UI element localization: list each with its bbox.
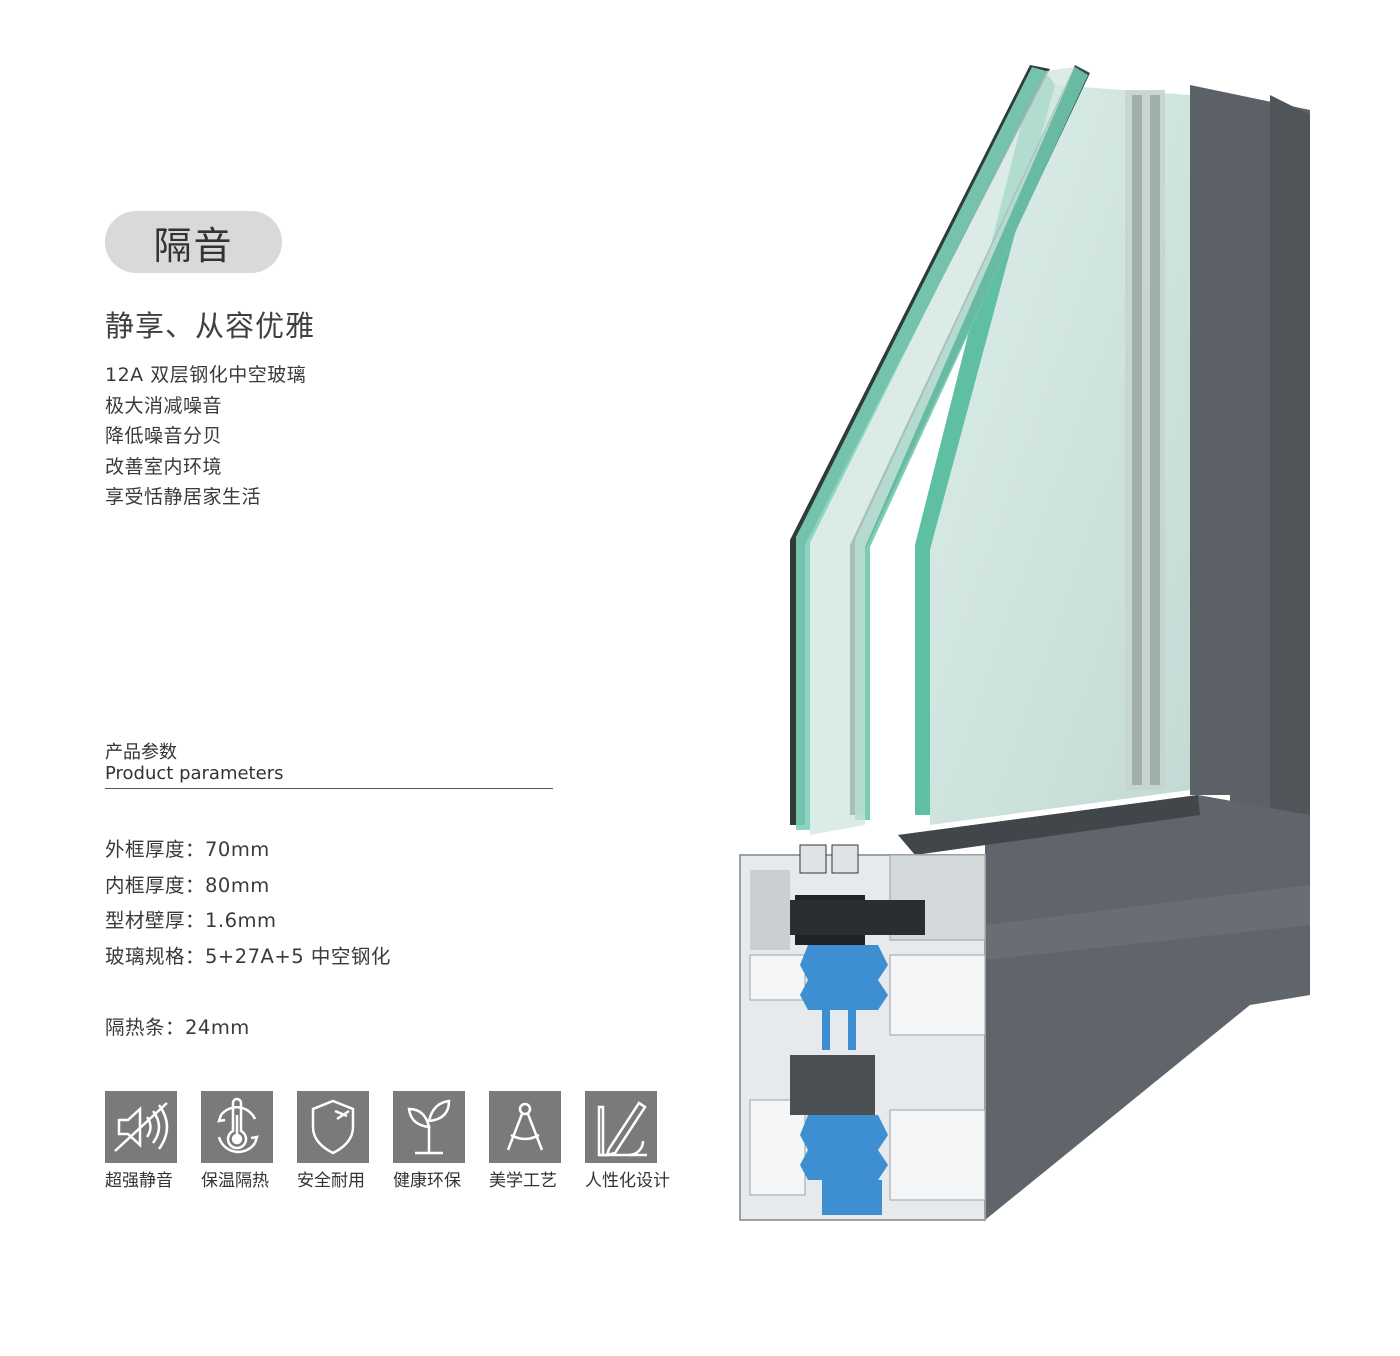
feature-icon-item: 健康环保 [393,1091,473,1191]
spec-item: 型材壁厚：1.6mm [105,909,277,933]
feature-icon-item: 安全耐用 [297,1091,377,1191]
feature-item: 降低噪音分贝 [105,425,223,448]
icon-label: 健康环保 [393,1171,461,1191]
feature-list: 12A 双层钢化中空玻璃 极大消减噪音 降低噪音分贝 改善室内环境 享受恬静居家… [105,360,306,513]
feature-item: 极大消减噪音 [105,394,223,417]
thermal-break-strip [800,945,888,1215]
feature-icon-item: 保温隔热 [201,1091,281,1191]
feature-icon-item: 超强静音 [105,1091,185,1191]
feature-item: 享受恬静居家生活 [105,486,262,509]
feature-icon-item: 人性化设计 [585,1091,670,1191]
feature-item: 12A 双层钢化中空玻璃 [105,364,307,386]
icon-label: 保温隔热 [201,1171,269,1191]
icon-label: 超强静音 [105,1171,173,1191]
feature-item: 改善室内环境 [105,455,223,478]
window-profile-illustration [739,65,1310,1221]
params-header-cn: 产品参数 [105,742,177,763]
slogan: 静享、从容优雅 [105,309,316,343]
icon-label: 人性化设计 [585,1171,670,1191]
spec-item: 内框厚度：80mm [105,873,270,897]
spec-item: 玻璃规格：5+27A+5 中空钢化 [105,945,391,969]
leaf-icon [393,1091,465,1163]
spec-list: 外框厚度：70mm 内框厚度：80mm 型材壁厚：1.6mm 玻璃规格：5+27… [105,832,391,975]
feature-icon-item: 美学工艺 [489,1091,569,1191]
params-header: 产品参数 Product parameters [105,742,553,789]
compass-icon [489,1091,561,1163]
thermal-strip-spec: 隔热条：24mm [105,1016,250,1039]
params-header-en: Product parameters [105,763,284,784]
thermometer-icon [201,1091,273,1163]
shield-icon [297,1091,369,1163]
spec-item: 外框厚度：70mm [105,838,270,861]
pencil-ruler-icon [585,1091,657,1163]
speaker-muted-icon [105,1091,177,1163]
glass-pane-outer [790,65,1075,835]
icon-label: 美学工艺 [489,1171,557,1191]
section-title: 隔音 [153,223,234,268]
section-title-badge: 隔音 [105,211,282,273]
icon-label: 安全耐用 [297,1171,365,1191]
